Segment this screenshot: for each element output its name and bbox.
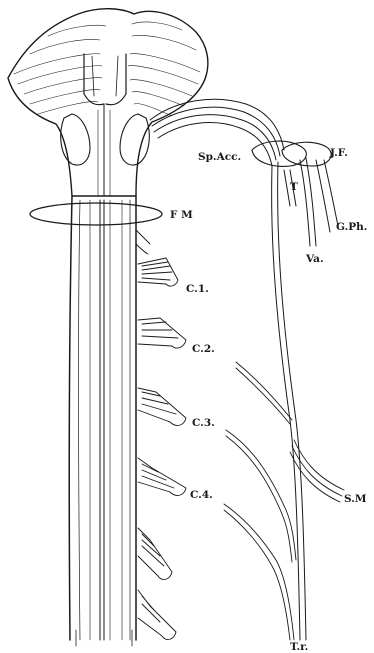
foramen-magnum-ring: [30, 203, 162, 225]
label-c1: C.1.: [186, 283, 209, 295]
label-jf: J.F.: [329, 147, 348, 159]
label-g-ph: G.Ph.: [336, 221, 367, 233]
spinal-cord: [69, 196, 136, 646]
label-c4: C.4.: [190, 489, 213, 501]
brainstem: [8, 9, 208, 196]
label-sm: S.M: [344, 493, 367, 505]
label-c3: C.3.: [192, 417, 215, 429]
label-t: T: [290, 181, 298, 193]
label-tr: T.r.: [290, 641, 308, 653]
nerve-roots: [136, 230, 186, 639]
label-sp-acc: Sp.Acc.: [198, 151, 241, 163]
cervical-branches: [224, 362, 344, 640]
label-c2: C.2.: [192, 343, 215, 355]
accessory-nerve: [150, 99, 338, 640]
label-va: Va.: [305, 253, 324, 265]
label-fm: F M: [170, 209, 193, 221]
